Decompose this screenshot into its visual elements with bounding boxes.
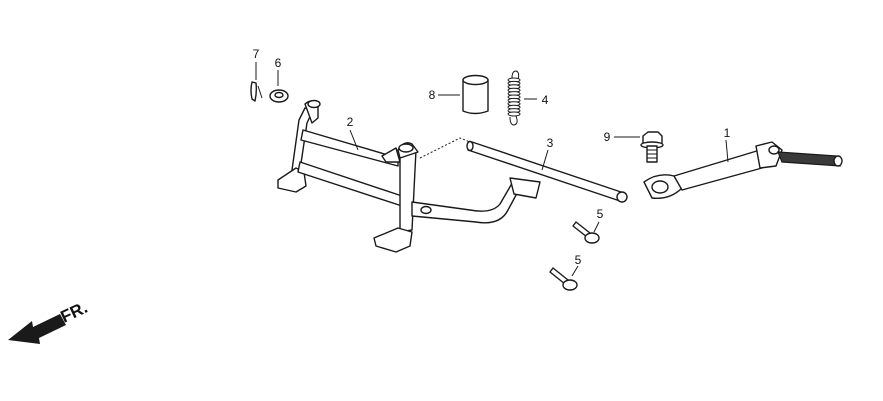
callout-6: 6 bbox=[275, 56, 282, 70]
return-spring bbox=[507, 70, 537, 126]
stand-shaft bbox=[466, 140, 628, 203]
spring-coil bbox=[507, 111, 521, 117]
callout-4: 4 bbox=[542, 93, 549, 107]
flange-bolt bbox=[614, 131, 664, 163]
collar-sleeve bbox=[438, 74, 489, 115]
leader-2 bbox=[349, 129, 359, 151]
callout-8: 8 bbox=[429, 88, 436, 102]
callout-2: 2 bbox=[347, 115, 354, 129]
bolt-lower bbox=[549, 265, 579, 291]
kick-starter-arm bbox=[643, 141, 843, 199]
callout-5b: 5 bbox=[575, 253, 582, 267]
leader-1 bbox=[725, 139, 729, 163]
main-stand bbox=[277, 99, 541, 253]
callout-9: 9 bbox=[604, 130, 611, 144]
callout-1: 1 bbox=[724, 126, 731, 140]
leader-3 bbox=[541, 149, 549, 171]
callout-3: 3 bbox=[547, 136, 554, 150]
bolt-upper bbox=[572, 221, 600, 244]
callout-5a: 5 bbox=[597, 207, 604, 221]
washer bbox=[269, 70, 289, 103]
cotter-pin bbox=[250, 62, 263, 102]
front-direction-arrow-icon bbox=[8, 314, 66, 344]
callout-7: 7 bbox=[253, 47, 260, 61]
